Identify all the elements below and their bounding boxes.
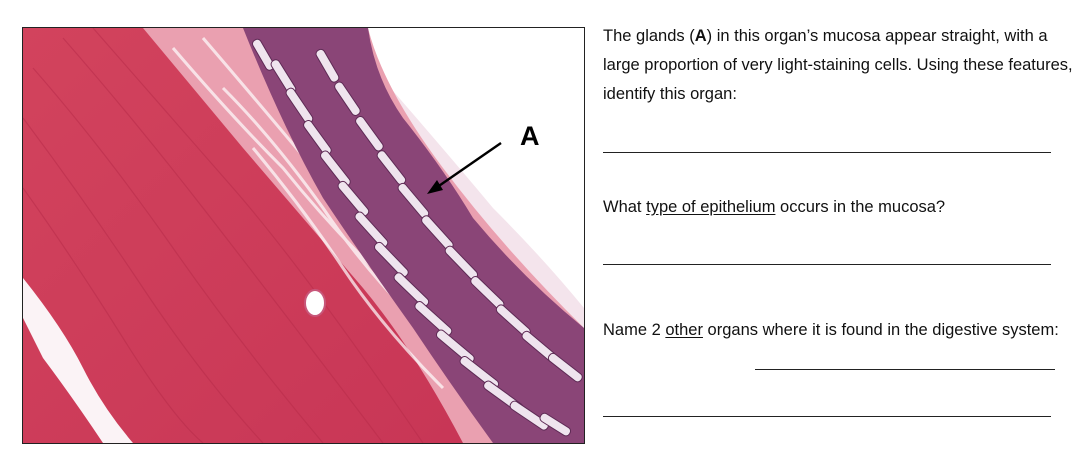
muscle-fibers bbox=[23, 28, 424, 443]
q2-text-start: What bbox=[603, 198, 647, 216]
glands bbox=[252, 38, 583, 437]
arrow-head bbox=[427, 180, 443, 194]
q2-underlined-phrase: type of epithelium bbox=[646, 198, 776, 216]
question-organ-identification: The glands (A) in this organ’s mucosa ap… bbox=[603, 22, 1073, 109]
arrow-line bbox=[432, 142, 502, 191]
q3-text-start: Name 2 bbox=[603, 321, 666, 339]
answer-line-other-organs-1[interactable] bbox=[755, 369, 1055, 370]
question-other-organs: Name 2 other organs where it is found in… bbox=[603, 316, 1073, 345]
q1-text-start: The glands ( bbox=[603, 27, 695, 45]
q2-text-end: occurs in the mucosa? bbox=[775, 198, 946, 216]
answer-line-organ[interactable] bbox=[603, 152, 1051, 153]
q3-text-end: organs where it is found in the digestiv… bbox=[702, 321, 1059, 339]
q1-bold-label: A bbox=[694, 27, 707, 45]
q1-text-end: ) in this organ’s mucosa appear straight… bbox=[603, 27, 1073, 103]
answer-line-epithelium[interactable] bbox=[603, 264, 1051, 265]
answer-line-other-organs-2[interactable] bbox=[603, 416, 1051, 417]
label-a: A bbox=[520, 121, 540, 151]
histology-micrograph: A bbox=[22, 27, 585, 444]
micrograph-svg: A bbox=[23, 28, 584, 443]
q3-underlined-word: other bbox=[665, 321, 703, 339]
question-epithelium-type: What type of epithelium occurs in the mu… bbox=[603, 193, 1073, 222]
